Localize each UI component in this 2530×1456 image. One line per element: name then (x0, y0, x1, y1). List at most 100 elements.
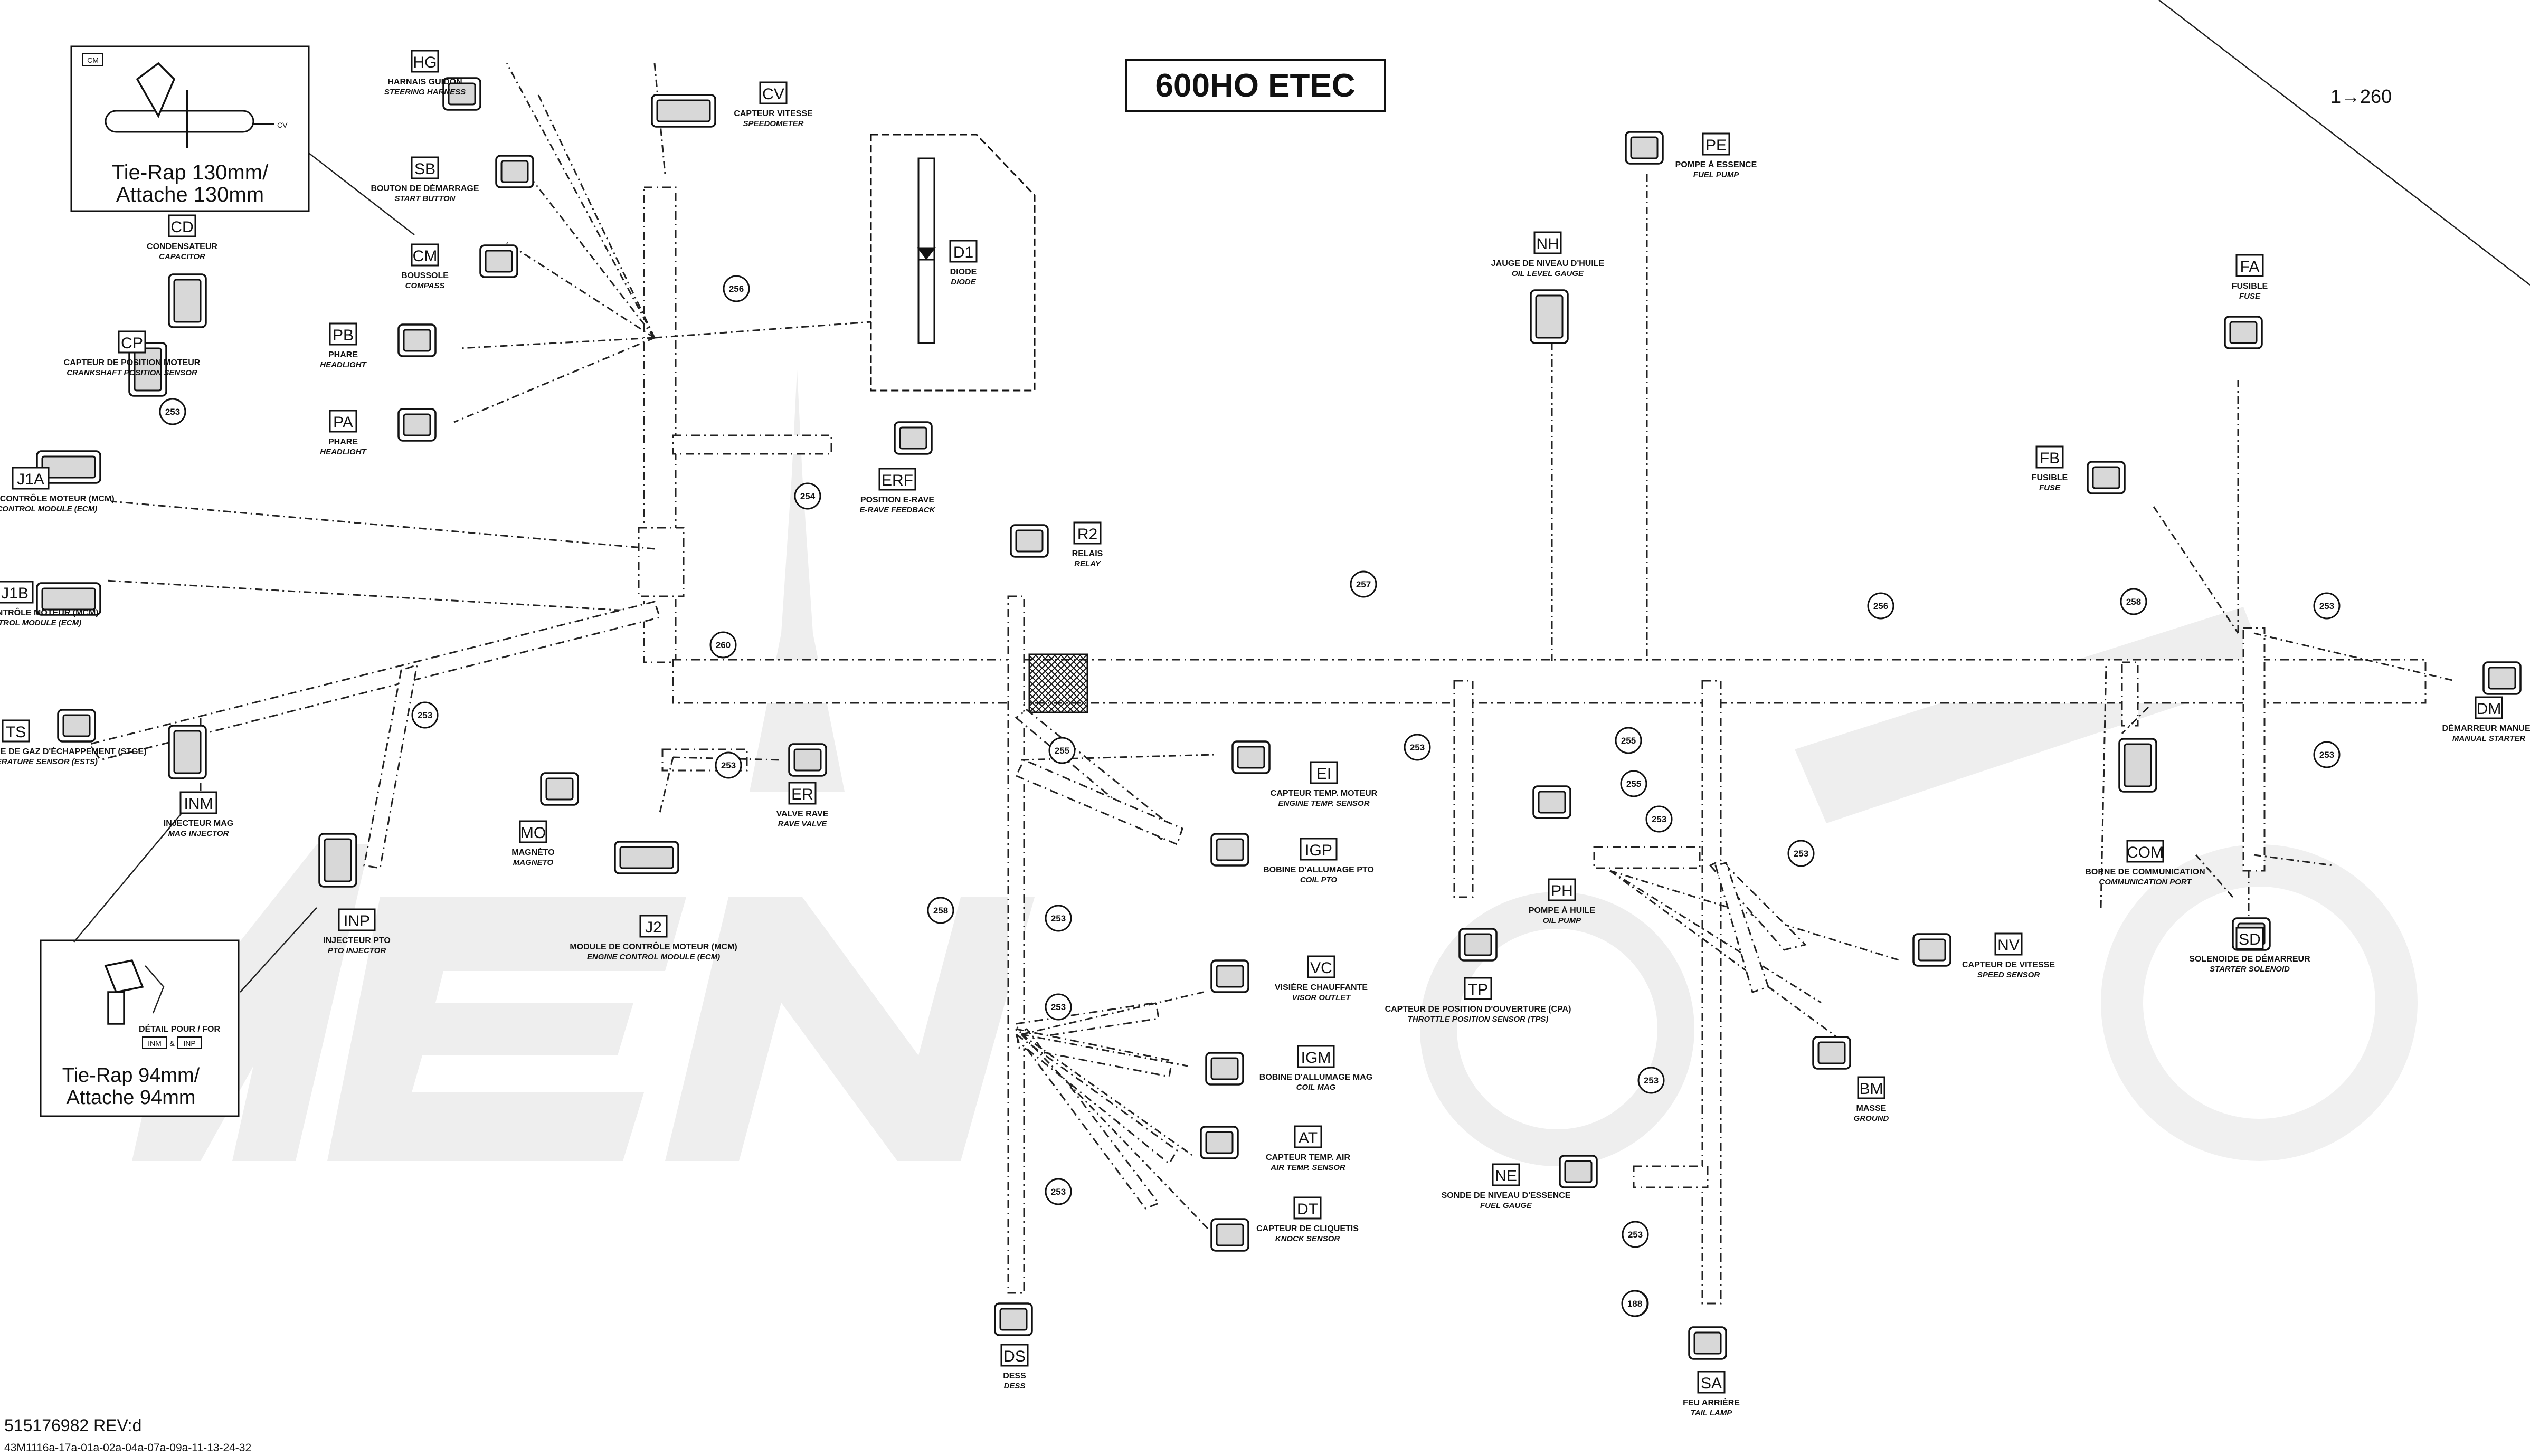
callout-254: 254 (794, 482, 821, 510)
code-box (179, 791, 217, 814)
component-label-fr: JAUGE DE NIVEAU D'HUILE (1491, 259, 1605, 268)
callout-circle (1045, 1178, 1072, 1205)
component-code: PA (333, 414, 353, 431)
callout-number: 253 (1051, 1187, 1066, 1197)
main-harness (638, 186, 2427, 1305)
connector-hg-icon (442, 77, 481, 111)
callout-circle (794, 482, 821, 510)
component-label-fr: BOUSSOLE (401, 271, 449, 280)
component-label-fr: HARNAIS GUIDON (387, 78, 462, 87)
callout-253: 253 (1045, 1178, 1072, 1205)
callout-number: 253 (165, 407, 180, 417)
component-label-en: MAG INJECTOR (168, 829, 229, 838)
component-label-fr: DESS (1003, 1372, 1026, 1381)
code-box (12, 467, 50, 490)
component-label-fr: MASSE (1856, 1104, 1887, 1113)
component-code: SB (414, 160, 435, 178)
code-box (1307, 955, 1335, 978)
component-label-en: TAIL LAMP (1691, 1409, 1733, 1417)
connector-ne-icon (1559, 1155, 1598, 1188)
callout-number: 254 (800, 491, 816, 501)
component-code: PE (1705, 137, 1727, 154)
code-box (2235, 254, 2264, 277)
callout-circle (1637, 1067, 1665, 1094)
code-box (1293, 1196, 1322, 1220)
component-label-en: DIODE (951, 278, 977, 287)
tierap-bottom-fr: DÉTAIL POUR / FOR (139, 1024, 221, 1034)
diode-symbol (917, 247, 936, 261)
code-box (2126, 840, 2164, 863)
callout-256: 256 (1867, 592, 1894, 620)
component-code: BM (1860, 1080, 1883, 1098)
connector-cd-icon (168, 273, 207, 328)
tierap-bottom-leader-1 (73, 796, 196, 943)
component-label-fr: CAPTEUR DE POSITION MOTEUR (64, 358, 201, 367)
component-code: DS (1003, 1348, 1026, 1365)
callout-number: 253 (418, 710, 432, 720)
component-label-en: EXHAUST TEMPERATURE SENSOR (ESTS) (0, 757, 98, 766)
component-j1b: J1BMODULE DE CONTRÔLE MOTEUR (MCM)ENGINE… (0, 581, 101, 627)
connector-j1a-icon (36, 450, 101, 484)
code-box (519, 820, 547, 843)
callout-circle (709, 631, 737, 659)
component-label-fr: INJECTEUR PTO (323, 936, 391, 945)
component-code: J2 (645, 919, 662, 936)
component-label-en: COMPASS (405, 281, 445, 290)
title-frame (1125, 59, 1386, 112)
component-label-en: DESS (1004, 1382, 1026, 1391)
connector-inp-icon (318, 833, 357, 888)
callout-circle (1867, 592, 1894, 620)
connector-at-icon (1200, 1126, 1239, 1159)
component-code: NH (1536, 235, 1559, 253)
component-code: D1 (953, 244, 973, 261)
callout-188: 188 (1621, 1290, 1648, 1317)
callout-circle (2313, 741, 2341, 768)
component-code: CM (413, 248, 438, 265)
component-label-fr: PHARE (328, 350, 358, 359)
component-label-en: KNOCK SENSOR (1275, 1234, 1340, 1243)
component-label-en: ENGINE CONTROL MODULE (ECM) (0, 618, 81, 627)
code-box (2475, 696, 2503, 719)
callout-number: 258 (2126, 597, 2141, 607)
connector-fa-icon (2224, 316, 2263, 349)
callout-number: 258 (933, 906, 948, 916)
component-label-en: E-RAVE FEEDBACK (859, 506, 935, 515)
tierap-bottom-code-inm: INM (148, 1039, 162, 1048)
callout-255: 255 (1048, 737, 1076, 764)
component-label-en: STARTER SOLENOID (2210, 965, 2290, 974)
component-label-en: RAVE VALVE (778, 820, 828, 829)
component-label-fr: MODULE DE CONTRÔLE MOTEUR (MCM) (0, 607, 99, 617)
tierap-top-line1: Tie-Rap 130mm/ (112, 161, 269, 184)
callout-number: 188 (1627, 1299, 1642, 1309)
component-label-en: MANUAL STARTER (2452, 734, 2526, 743)
component-code: DM (2477, 700, 2501, 718)
tierap-bottom-code-inp: INP (183, 1039, 195, 1048)
connector-sb-icon (495, 155, 534, 188)
callout-circle (715, 751, 742, 779)
connector-fb-icon (2087, 461, 2126, 494)
component-label-en: FUEL PUMP (1693, 170, 1739, 179)
component-code: CP (121, 335, 143, 352)
callout-number: 253 (1628, 1230, 1643, 1240)
callout-number: 253 (1051, 913, 1066, 924)
component-label-en: HEADLIGHT (320, 448, 367, 456)
callout-257: 257 (1350, 570, 1377, 598)
connector-nh-icon (1530, 289, 1569, 344)
callout-253: 253 (2313, 741, 2341, 768)
connector-com-icon (2118, 738, 2157, 793)
code-box (118, 330, 146, 354)
component-label-en: CRANKSHAFT POSITION SENSOR (67, 368, 197, 377)
